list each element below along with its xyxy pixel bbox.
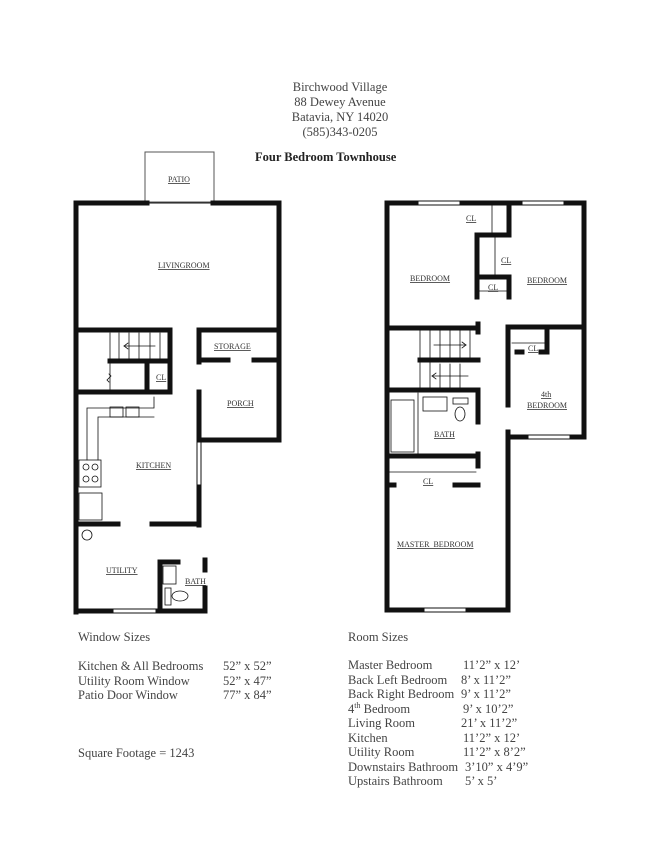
label-closet-top: CL <box>466 214 476 223</box>
label-storage: STORAGE <box>214 342 251 351</box>
room-size: 8’ x 11’2” <box>461 672 511 687</box>
label-master-bedroom: MASTER BEDROOM <box>397 540 473 549</box>
label-livingroom: LIVINGROOM <box>158 261 210 270</box>
room-size: 5’ x 5’ <box>465 774 498 788</box>
label-4th-bedroom-line2: BEDROOM <box>527 401 567 410</box>
room-row: Downstairs Bathroom 3’10” x 4’9” <box>348 760 528 775</box>
label-4th-bedroom-line1: 4th <box>541 390 551 399</box>
room-name: Back Right Bedroom <box>348 687 455 701</box>
room-row: Utility Room 11’2” x 8’2” <box>348 745 528 760</box>
room-name: 4th Bedroom <box>348 700 411 716</box>
floorplan-title: Four Bedroom Townhouse <box>255 150 397 164</box>
window-name: Patio Door Window <box>78 688 178 702</box>
room-row: 4th Bedroom 9’ x 10’2” <box>348 700 528 717</box>
room-size: 11’2” x 12’ <box>463 730 521 745</box>
room-row: Back Left Bedroom 8’ x 11’2” <box>348 673 528 688</box>
room-size: 3’10” x 4’9” <box>465 759 529 774</box>
window-sizes-table: Kitchen & All Bedrooms 52” x 52” Utility… <box>78 659 272 703</box>
room-size: 9’ x 10’2” <box>463 701 514 716</box>
label-closet-small: CL <box>488 283 498 292</box>
label-closet-mid: CL <box>501 256 511 265</box>
label-kitchen: KITCHEN <box>136 461 171 470</box>
property-header: Birchwood Village 88 Dewey Avenue Batavi… <box>250 80 430 140</box>
room-sizes-heading: Room Sizes <box>348 630 409 644</box>
window-row: Kitchen & All Bedrooms 52” x 52” <box>78 659 272 674</box>
label-porch: PORCH <box>227 399 254 408</box>
room-row: Upstairs Bathroom 5’ x 5’ <box>348 774 528 789</box>
window-size: 77” x 84” <box>223 688 272 702</box>
property-phone: (585)343-0205 <box>302 125 378 139</box>
room-size: 9’ x 11’2” <box>461 687 511 701</box>
label-bath-upstairs: BATH <box>434 430 455 439</box>
room-row: Back Right Bedroom 9’ x 11’2” <box>348 687 528 702</box>
label-bedroom-left: BEDROOM <box>410 274 450 283</box>
room-row: Living Room 21’ x 11’2” <box>348 716 528 731</box>
room-row: Master Bedroom 11’2” x 12’ <box>348 658 528 673</box>
room-name: Utility Room <box>348 745 415 759</box>
room-row: Kitchen 11’2” x 12’ <box>348 731 528 746</box>
property-city: Batavia, NY 14020 <box>291 110 389 124</box>
window-row: Patio Door Window 77” x 84” <box>78 688 272 703</box>
window-name: Kitchen & All Bedrooms <box>78 659 204 673</box>
window-sizes-heading: Window Sizes <box>78 630 151 644</box>
label-closet-4th: CL <box>528 344 538 353</box>
label-bath-downstairs: BATH <box>185 577 206 586</box>
room-name: Kitchen <box>348 730 388 745</box>
label-patio: PATIO <box>168 175 190 184</box>
room-name: Upstairs Bathroom <box>348 774 443 788</box>
first-floor-plan <box>73 151 282 615</box>
room-name: Living Room <box>348 716 416 730</box>
label-closet: CL <box>156 373 166 382</box>
window-size: 52” x 47” <box>223 673 272 688</box>
room-size: 21’ x 11’2” <box>461 716 518 730</box>
room-size: 11’2” x 8’2” <box>463 745 526 759</box>
square-footage: Square Footage = 1243 <box>78 746 195 760</box>
window-row: Utility Room Window 52” x 47” <box>78 674 272 689</box>
label-bedroom-right: BEDROOM <box>527 276 567 285</box>
room-name: Downstairs Bathroom <box>348 759 459 774</box>
second-floor-plan <box>384 200 587 613</box>
window-name: Utility Room Window <box>78 673 190 688</box>
label-utility: UTILITY <box>106 566 138 575</box>
label-closet-master: CL <box>423 477 433 486</box>
window-size: 52” x 52” <box>223 659 272 673</box>
room-name: Master Bedroom <box>348 658 433 672</box>
property-address: 88 Dewey Avenue <box>294 95 386 109</box>
room-size: 11’2” x 12’ <box>463 658 521 672</box>
room-sizes-table: Master Bedroom 11’2” x 12’ Back Left Bed… <box>348 658 528 789</box>
room-name: Back Left Bedroom <box>348 672 448 687</box>
property-name: Birchwood Village <box>292 80 388 94</box>
